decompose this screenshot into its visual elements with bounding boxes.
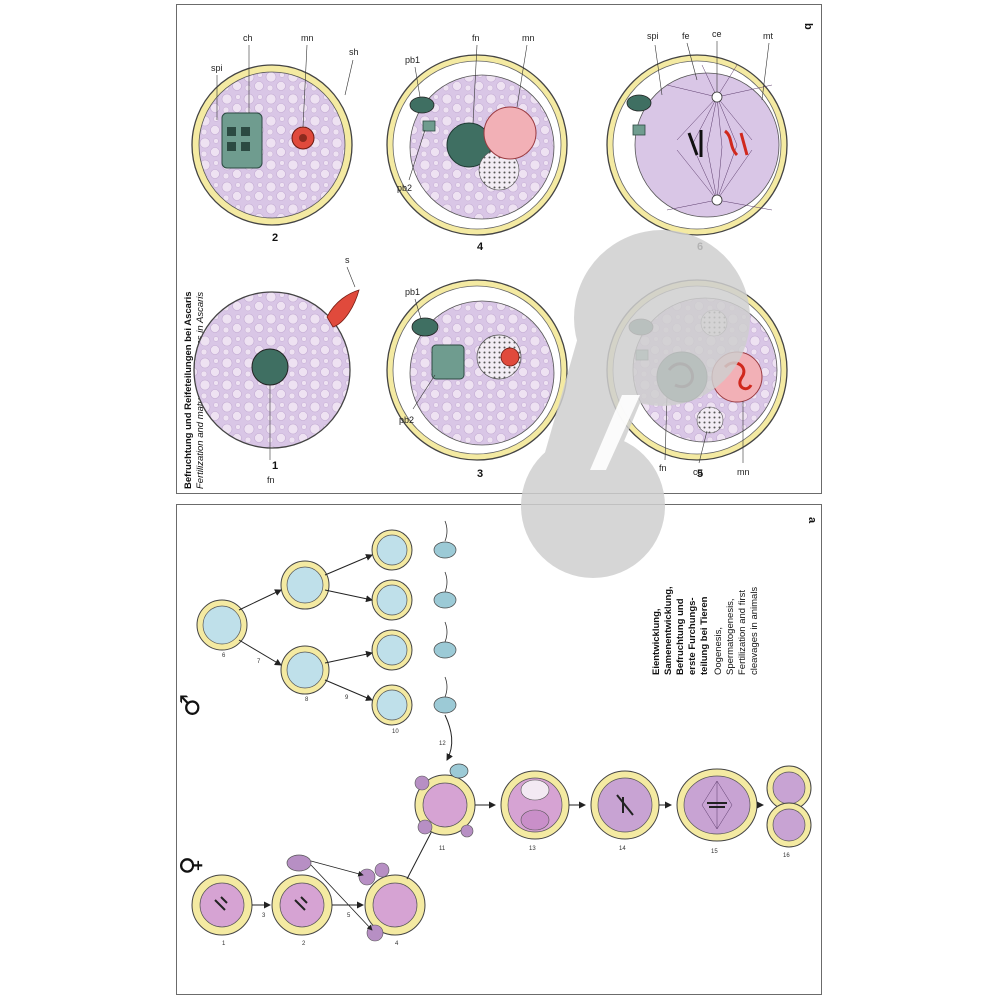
fig-1-egg-with-sperm	[193, 266, 360, 460]
svg-text:9: 9	[345, 695, 349, 701]
svg-text:8: 8	[305, 697, 309, 703]
svg-text:2: 2	[302, 941, 306, 947]
svg-text:Samenentwicklung,: Samenentwicklung,	[663, 586, 674, 675]
fig-6-first-cleavage-spindle	[606, 41, 788, 236]
fig-1-number: 1	[272, 460, 278, 472]
svg-text:12: 12	[439, 741, 446, 747]
svg-text:10: 10	[392, 729, 399, 735]
panel-a-drawing: a ♀ ♂ Eientwicklung, Samenentwicklung, B…	[177, 517, 818, 947]
fig-5-chromosomes-forming	[606, 279, 788, 464]
fig-6-label-fe: fe	[682, 31, 690, 41]
svg-text:3: 3	[262, 913, 266, 919]
svg-text:erste Furchungs-: erste Furchungs-	[687, 597, 698, 675]
svg-text:14: 14	[619, 846, 626, 852]
svg-text:11: 11	[439, 846, 446, 852]
fig-3-second-maturation	[386, 279, 568, 461]
panel-b-letter: b	[802, 23, 814, 30]
svg-text:15: 15	[711, 849, 718, 855]
fig-2-label-sh: sh	[349, 47, 359, 57]
fig-6-label-ce: ce	[712, 29, 722, 39]
svg-text:Fertilization and first: Fertilization and first	[737, 590, 748, 675]
fig-2-label-spi: spi	[211, 63, 223, 73]
fig-3-label-pb1: pb1	[405, 287, 420, 297]
fig-6-number: 6	[697, 241, 703, 253]
fig-5-label-ce: ce	[693, 467, 703, 477]
fertilization-cleavage-sequence	[414, 763, 812, 848]
fig-5-label-fn: fn	[659, 463, 667, 473]
svg-text:13: 13	[529, 846, 536, 852]
fig-4-label-pb2: pb2	[397, 183, 412, 193]
fig-2-label-ch: ch	[243, 33, 253, 43]
panel-b-title-de: Befruchtung und Reifeteilungen bei Ascar…	[183, 291, 194, 489]
svg-text:6: 6	[222, 653, 226, 659]
fig-3-label-pb2: pb2	[399, 415, 414, 425]
fig-1-label-fn: fn	[267, 475, 275, 485]
svg-text:7: 7	[257, 659, 261, 665]
fig-4-label-fn: fn	[472, 33, 480, 43]
fig-5-number: 5	[697, 468, 703, 480]
svg-text:cleavages in animals: cleavages in animals	[749, 587, 760, 675]
male-symbol-icon: ♂	[177, 694, 206, 717]
svg-text:4: 4	[395, 941, 399, 947]
fig-3-number: 3	[477, 468, 483, 480]
panel-a-gametogenesis: a ♀ ♂ Eientwicklung, Samenentwicklung, B…	[176, 504, 822, 995]
spermatogenesis-branch	[196, 520, 457, 761]
svg-text:Spermatogenesis,: Spermatogenesis,	[725, 598, 736, 675]
fig-2-penetrated-egg	[191, 44, 354, 226]
fig-2-number: 2	[272, 232, 278, 244]
fig-4-label-mn: mn	[522, 33, 535, 43]
female-symbol-icon: ♀	[177, 856, 206, 875]
svg-text:1: 1	[222, 941, 226, 947]
fig-4-number: 4	[477, 241, 484, 253]
svg-text:16: 16	[783, 853, 790, 859]
oogenesis-branch	[191, 824, 436, 942]
panel-b-fertilization-ascaris: b Befruchtung und Reifeteilungen bei Asc…	[176, 4, 822, 494]
svg-text:Eientwicklung,: Eientwicklung,	[651, 608, 662, 675]
fig-6-label-spi: spi	[647, 31, 659, 41]
fig-4-pronuclei	[386, 44, 568, 236]
fig-6-label-mt: mt	[763, 31, 773, 41]
svg-text:Befruchtung und: Befruchtung und	[675, 598, 686, 675]
panel-a-letter: a	[806, 517, 818, 524]
fig-2-label-mn: mn	[301, 33, 314, 43]
panel-b-drawing: b Befruchtung und Reifeteilungen bei Asc…	[183, 23, 814, 489]
svg-text:Oogenesis,: Oogenesis,	[713, 627, 724, 675]
svg-text:teilung bei Tieren: teilung bei Tieren	[699, 596, 710, 675]
fig-1-label-s: s	[345, 255, 350, 265]
fig-5-label-mn: mn	[737, 467, 750, 477]
svg-text:5: 5	[347, 913, 351, 919]
fig-4-label-pb1: pb1	[405, 55, 420, 65]
panel-a-caption: Eientwicklung, Samenentwicklung, Befruch…	[651, 586, 760, 675]
